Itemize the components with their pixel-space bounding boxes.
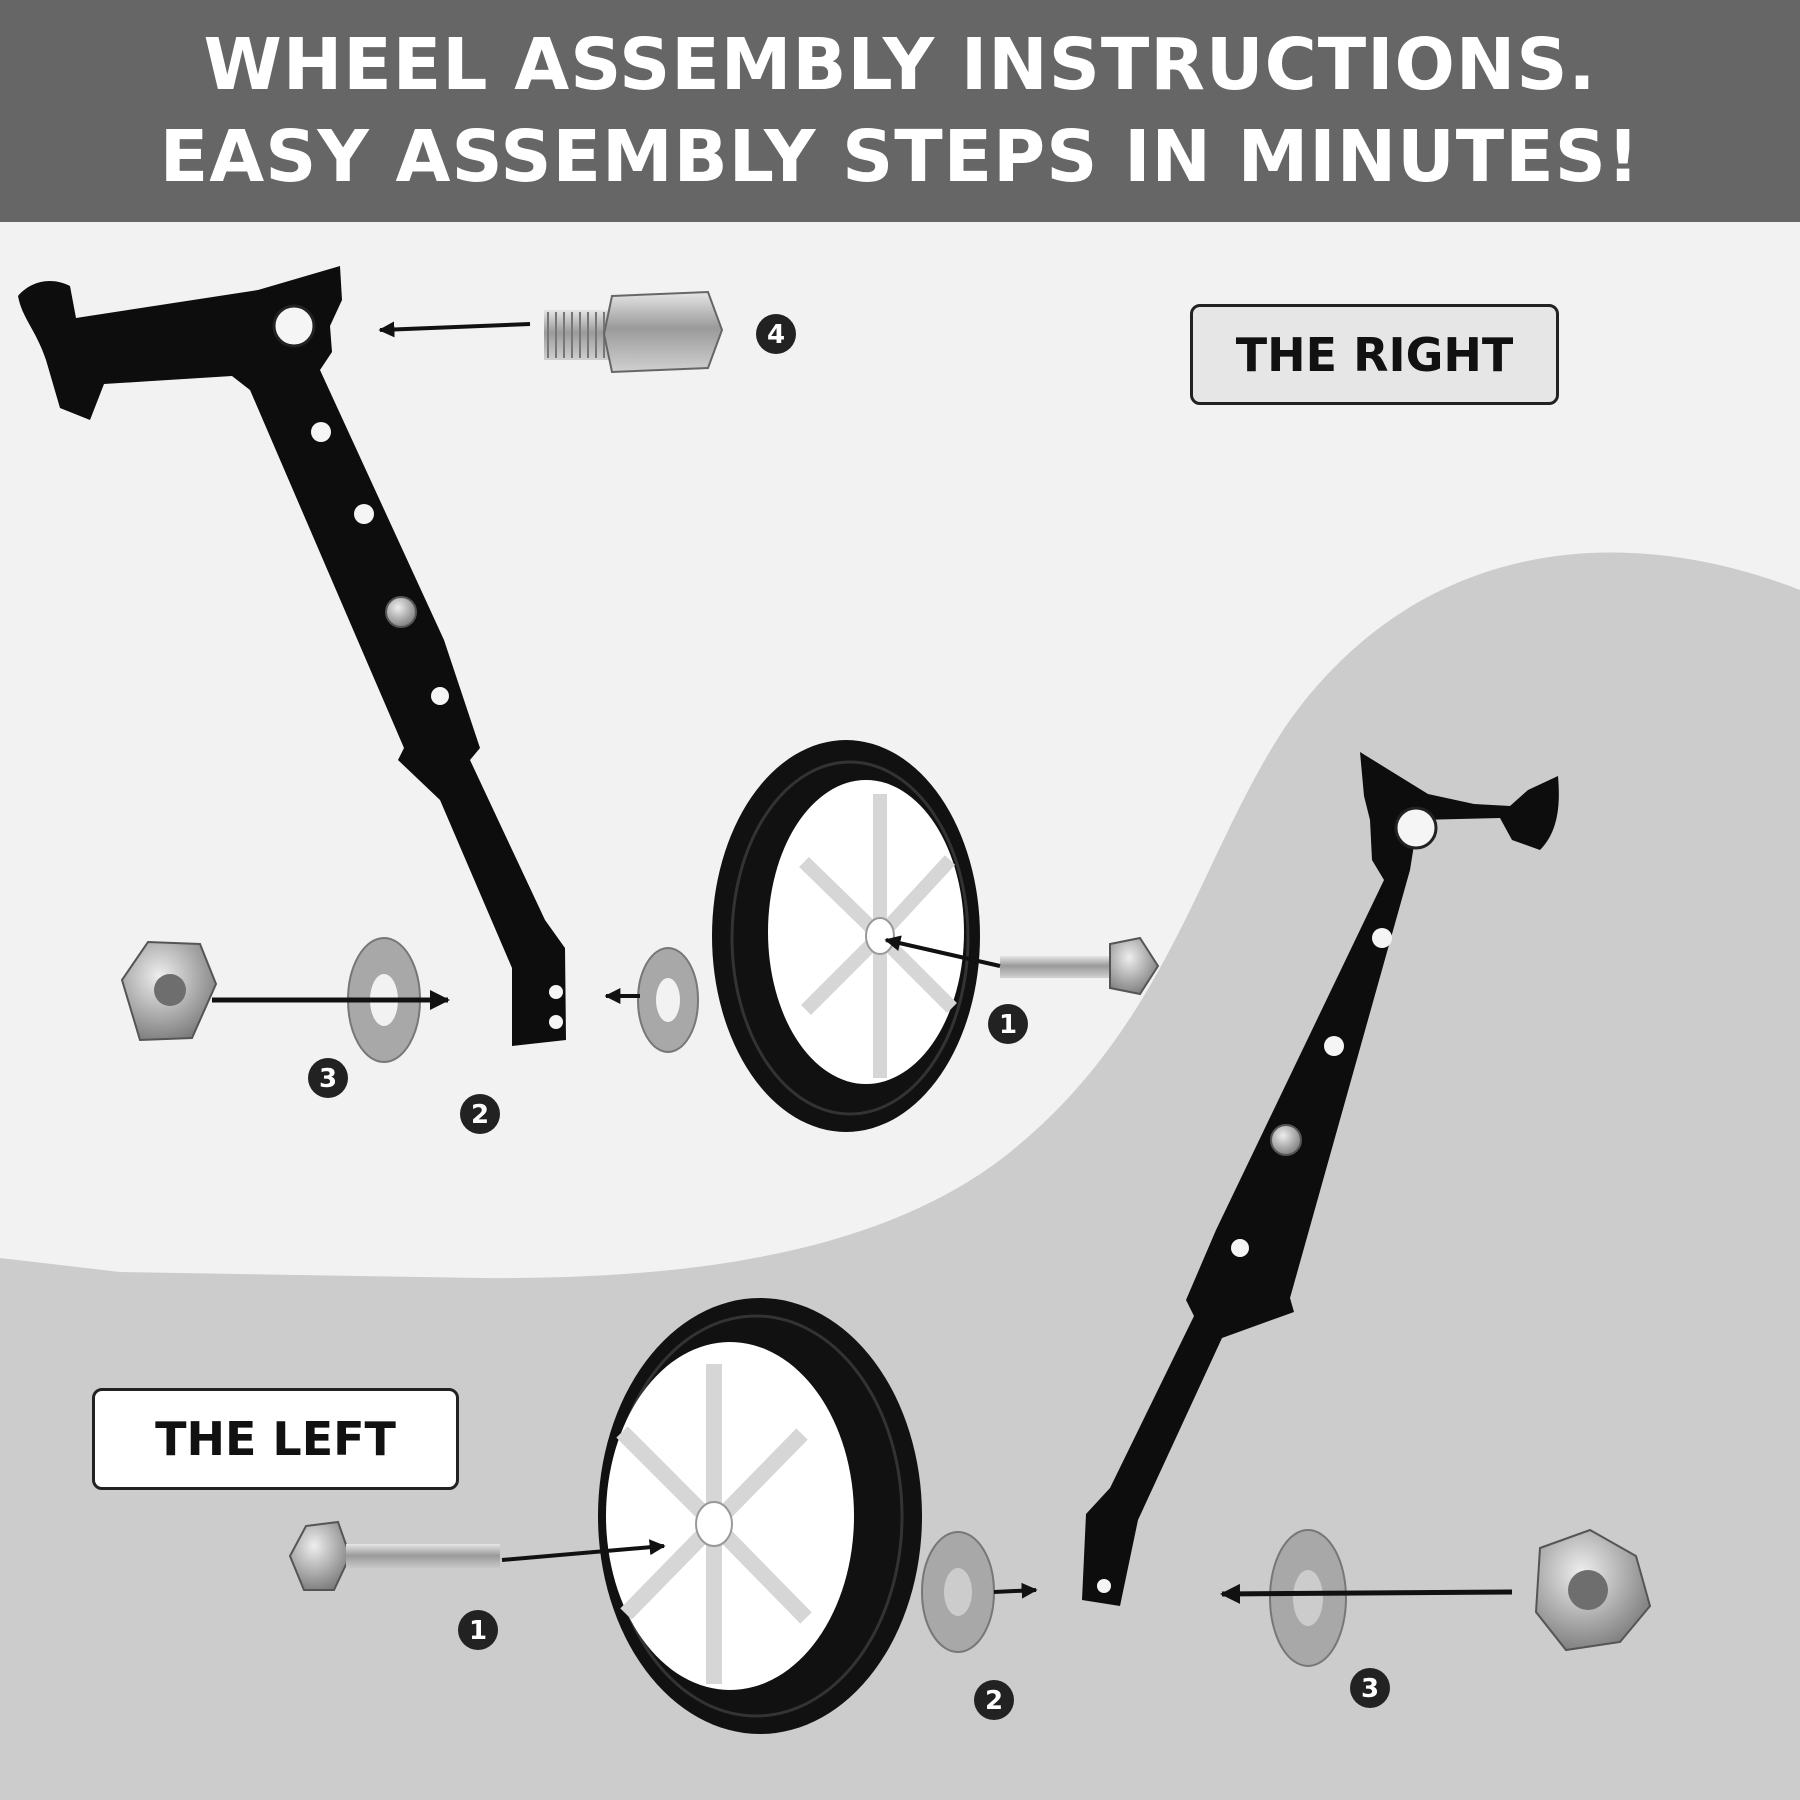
svg-text:3: 3 bbox=[1361, 1674, 1379, 1704]
label-the-left: THE LEFT bbox=[92, 1388, 459, 1490]
right-wheel-axle-hole bbox=[865, 917, 895, 955]
svg-text:1: 1 bbox=[999, 1010, 1017, 1040]
right-bracket-hole bbox=[354, 504, 374, 524]
left-step-1-badge: 1 bbox=[458, 1610, 498, 1650]
right-bracket-hole bbox=[549, 1015, 563, 1029]
left-bracket-hole-top bbox=[1394, 806, 1438, 850]
left-nut-hole bbox=[1568, 1570, 1608, 1610]
svg-text:2: 2 bbox=[471, 1100, 489, 1130]
left-axle-bolt-shaft bbox=[346, 1544, 500, 1570]
left-washer-arrow bbox=[993, 1582, 1038, 1599]
right-bracket-hole bbox=[431, 687, 449, 705]
svg-text:3: 3 bbox=[319, 1064, 337, 1094]
left-bracket-hole bbox=[1372, 928, 1392, 948]
right-step-3-badge: 3 bbox=[308, 1058, 348, 1098]
left-assembly: 1 2 3 bbox=[288, 752, 1652, 1734]
right-bracket-screw bbox=[385, 596, 417, 628]
header-title-line-1: WHEEL ASSEMBLY INSTRUCTIONS. bbox=[203, 23, 1597, 106]
left-bracket-body bbox=[1082, 752, 1559, 1606]
right-stud-thread-lines bbox=[547, 312, 605, 358]
right-stud-hex bbox=[602, 290, 724, 374]
left-axle-bolt bbox=[288, 1520, 500, 1591]
svg-text:1: 1 bbox=[469, 1616, 487, 1646]
left-wheel bbox=[598, 1298, 922, 1734]
right-wheel-tread bbox=[730, 760, 970, 1116]
right-wheel bbox=[712, 740, 980, 1132]
left-wheel-spokes bbox=[616, 1364, 812, 1684]
left-nut-arrow bbox=[1220, 1583, 1513, 1604]
right-step-2-badge: 2 bbox=[460, 1094, 500, 1134]
right-washer-inner-hole bbox=[656, 978, 680, 1022]
header-title-line-2: EASY ASSEMBLY STEPS IN MINUTES! bbox=[159, 115, 1641, 198]
left-bracket bbox=[1082, 752, 1559, 1606]
right-step-1-badge: 1 bbox=[988, 1004, 1028, 1044]
right-stud-arrow bbox=[378, 321, 531, 338]
left-wheel-axle-hole bbox=[695, 1501, 733, 1547]
left-washer-outer-hole bbox=[1293, 1570, 1323, 1626]
right-bracket-body bbox=[18, 266, 566, 1046]
left-bracket-hole bbox=[1231, 1239, 1249, 1257]
right-bracket-hole bbox=[311, 422, 331, 442]
right-axle-arrow bbox=[884, 935, 1001, 968]
right-bracket bbox=[18, 266, 566, 1046]
right-bracket-hole-top bbox=[272, 304, 316, 348]
header-banner: WHEEL ASSEMBLY INSTRUCTIONS. EASY ASSEMB… bbox=[0, 0, 1800, 222]
right-wheel-spokes bbox=[799, 794, 957, 1078]
left-axle-arrow bbox=[501, 1539, 666, 1562]
left-bracket-hole bbox=[1324, 1036, 1344, 1056]
right-nut-hole bbox=[154, 974, 186, 1006]
right-axle-bolt-shaft bbox=[1000, 956, 1110, 978]
svg-text:2: 2 bbox=[985, 1686, 1003, 1716]
left-bracket-screw bbox=[1270, 1124, 1302, 1156]
right-assembly: 1 2 3 4 bbox=[18, 266, 1160, 1134]
left-washer-inner-hole bbox=[944, 1568, 972, 1616]
left-step-2-badge: 2 bbox=[974, 1680, 1014, 1720]
right-axle-bolt bbox=[1000, 936, 1160, 996]
svg-text:4: 4 bbox=[767, 320, 785, 350]
right-spacer-stud bbox=[544, 290, 724, 374]
label-the-right: THE RIGHT bbox=[1190, 304, 1559, 405]
right-axle-bolt-head bbox=[1109, 936, 1160, 996]
left-step-3-badge: 3 bbox=[1350, 1668, 1390, 1708]
right-step-4-badge: 4 bbox=[756, 314, 796, 354]
left-bracket-hole bbox=[1097, 1579, 1111, 1593]
right-bracket-hole bbox=[549, 985, 563, 999]
